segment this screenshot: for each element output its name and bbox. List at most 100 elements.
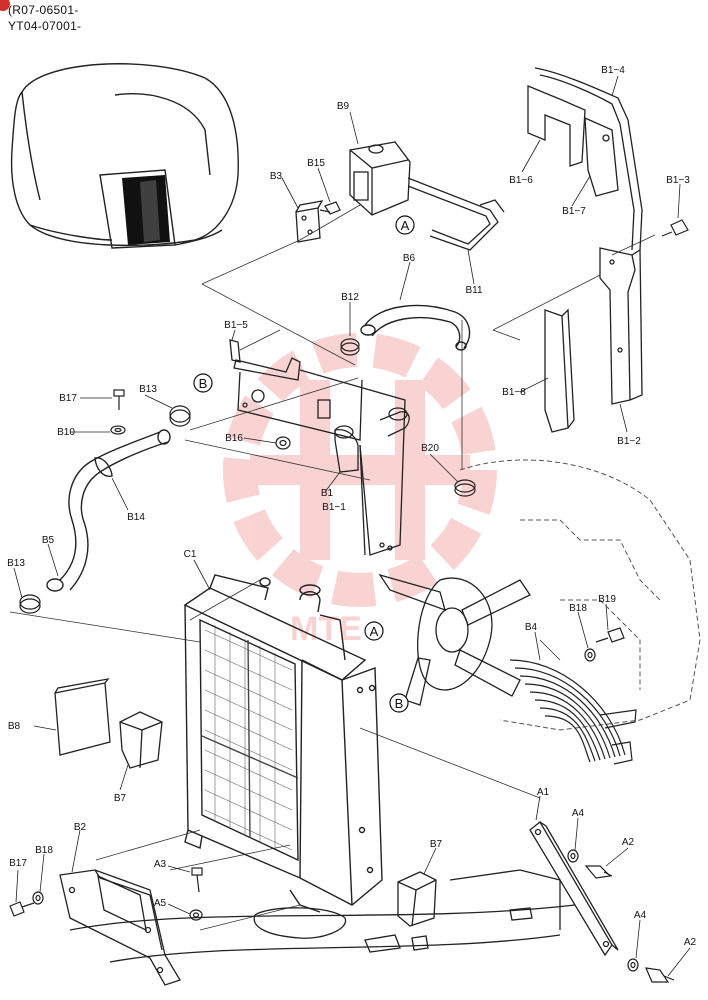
label-b8: B8 (8, 721, 21, 732)
serial-range-1: (R07-06501- (8, 3, 79, 17)
callout-b-lower: B (389, 693, 409, 713)
label-b12: B12 (341, 292, 359, 303)
label-b1-8: B1−8 (502, 387, 526, 398)
foam-pad-b7-left (119, 711, 163, 769)
bolt-b15 (319, 201, 341, 215)
label-b2: B2 (74, 822, 87, 833)
label-b18-upper: B18 (569, 603, 587, 614)
label-b1-3: B1−3 (666, 175, 690, 186)
hose-clamp-b13-lower (19, 594, 41, 614)
label-b15: B15 (307, 158, 325, 169)
lower-hose-b5 (46, 429, 171, 592)
upper-plate-b1-5 (229, 339, 363, 441)
label-b17-lower: B17 (9, 858, 27, 869)
washer-b10 (110, 425, 126, 435)
stay-a1 (529, 821, 619, 957)
label-b7-left: B7 (114, 793, 127, 804)
label-b5: B5 (42, 535, 55, 546)
radiator-c1 (183, 574, 383, 913)
label-a2-lower: A2 (684, 937, 697, 948)
bolt-a3 (191, 867, 203, 893)
label-b18-lower: B18 (35, 845, 53, 856)
hose-clamp-b13-upper (169, 405, 191, 427)
plate-b1-8 (544, 308, 575, 433)
label-b1-5: B1−5 (224, 320, 248, 331)
label-b1-4: B1−4 (601, 65, 625, 76)
bolt-b19 (595, 627, 625, 643)
callout-a-upper: A (395, 215, 415, 235)
label-b3: B3 (270, 171, 283, 182)
bolt-a2-lower (645, 967, 675, 983)
label-b9: B9 (337, 101, 350, 112)
label-b16: B16 (225, 433, 243, 444)
cooling-fan (378, 573, 531, 706)
overview-highlight (122, 175, 170, 245)
label-b1-1: B1−1 (322, 502, 346, 513)
engine-silhouette (459, 459, 701, 731)
shroud-body-b1-1 (299, 369, 410, 556)
bolt-b17-upper (113, 389, 125, 410)
hose-clamp-b12 (340, 338, 360, 356)
overflow-hose (407, 177, 505, 251)
corner-mark (0, 0, 10, 11)
washer-a4-upper (567, 849, 579, 863)
label-a3: A3 (154, 859, 167, 870)
washer-b18-upper (584, 648, 596, 662)
serial-range-2: YT04-07001- (8, 19, 82, 33)
washer-a4-lower (627, 958, 639, 972)
bolt-b1-3 (661, 219, 689, 237)
bolt-a2-upper (584, 865, 613, 879)
callout-a-lower: A (364, 621, 384, 641)
svg-text:A: A (401, 218, 410, 233)
label-b1-2: B1−2 (617, 436, 641, 447)
washer-a5 (189, 909, 203, 921)
watermark-logo: MTE (223, 333, 497, 648)
leader-lines (13, 75, 691, 977)
label-b4: B4 (525, 622, 538, 633)
nut-b16 (275, 436, 291, 450)
radiator-core-mesh (201, 625, 299, 851)
label-b11: B11 (465, 285, 482, 296)
foam-pad-b7-right (397, 871, 437, 927)
label-b19: B19 (598, 594, 616, 605)
callout-b-upper: B (193, 373, 213, 393)
label-b20: B20 (421, 443, 439, 454)
label-c1: C1 (184, 549, 197, 560)
label-a2-upper: A2 (622, 837, 635, 848)
upper-hose (360, 304, 471, 351)
cover-b1-6 (527, 85, 586, 167)
foam-pad-b8 (54, 678, 111, 756)
label-b13-lower: B13 (7, 558, 25, 569)
part-labels: B1−4 B9 B15 B3 B1−3 B1−6 B1−7 B6 B11 B12… (7, 65, 696, 948)
svg-text:A: A (370, 624, 379, 639)
reservoir-tank (349, 141, 411, 216)
clamp-b20 (454, 479, 476, 497)
label-b6: B6 (403, 253, 416, 264)
label-b7-right: B7 (430, 839, 443, 850)
cover-b1-4 (534, 67, 643, 251)
machine-overview-sketch (10, 63, 239, 249)
label-a5: A5 (154, 898, 167, 909)
label-b1-7: B1−7 (562, 206, 586, 217)
label-b17-upper: B17 (59, 393, 77, 404)
label-b1: B1 (321, 488, 334, 499)
svg-text:B: B (199, 376, 208, 391)
label-a4-lower: A4 (634, 910, 647, 921)
cover-b1-2 (599, 247, 643, 405)
label-a4-upper: A4 (572, 808, 585, 819)
label-b13-upper: B13 (139, 384, 157, 395)
label-b10: B10 (57, 427, 75, 438)
guide-lines (9, 204, 656, 931)
bracket-b2 (59, 869, 181, 986)
label-b1-6: B1−6 (509, 175, 533, 186)
svg-text:B: B (395, 696, 404, 711)
bolt-b17-lower (9, 901, 35, 917)
label-b14: B14 (127, 512, 145, 523)
washer-b18-lower (32, 891, 44, 905)
frame-floor (69, 869, 576, 963)
fan-guard-b4 (509, 659, 637, 765)
bracket-b3 (295, 200, 324, 243)
label-a1: A1 (537, 787, 550, 798)
